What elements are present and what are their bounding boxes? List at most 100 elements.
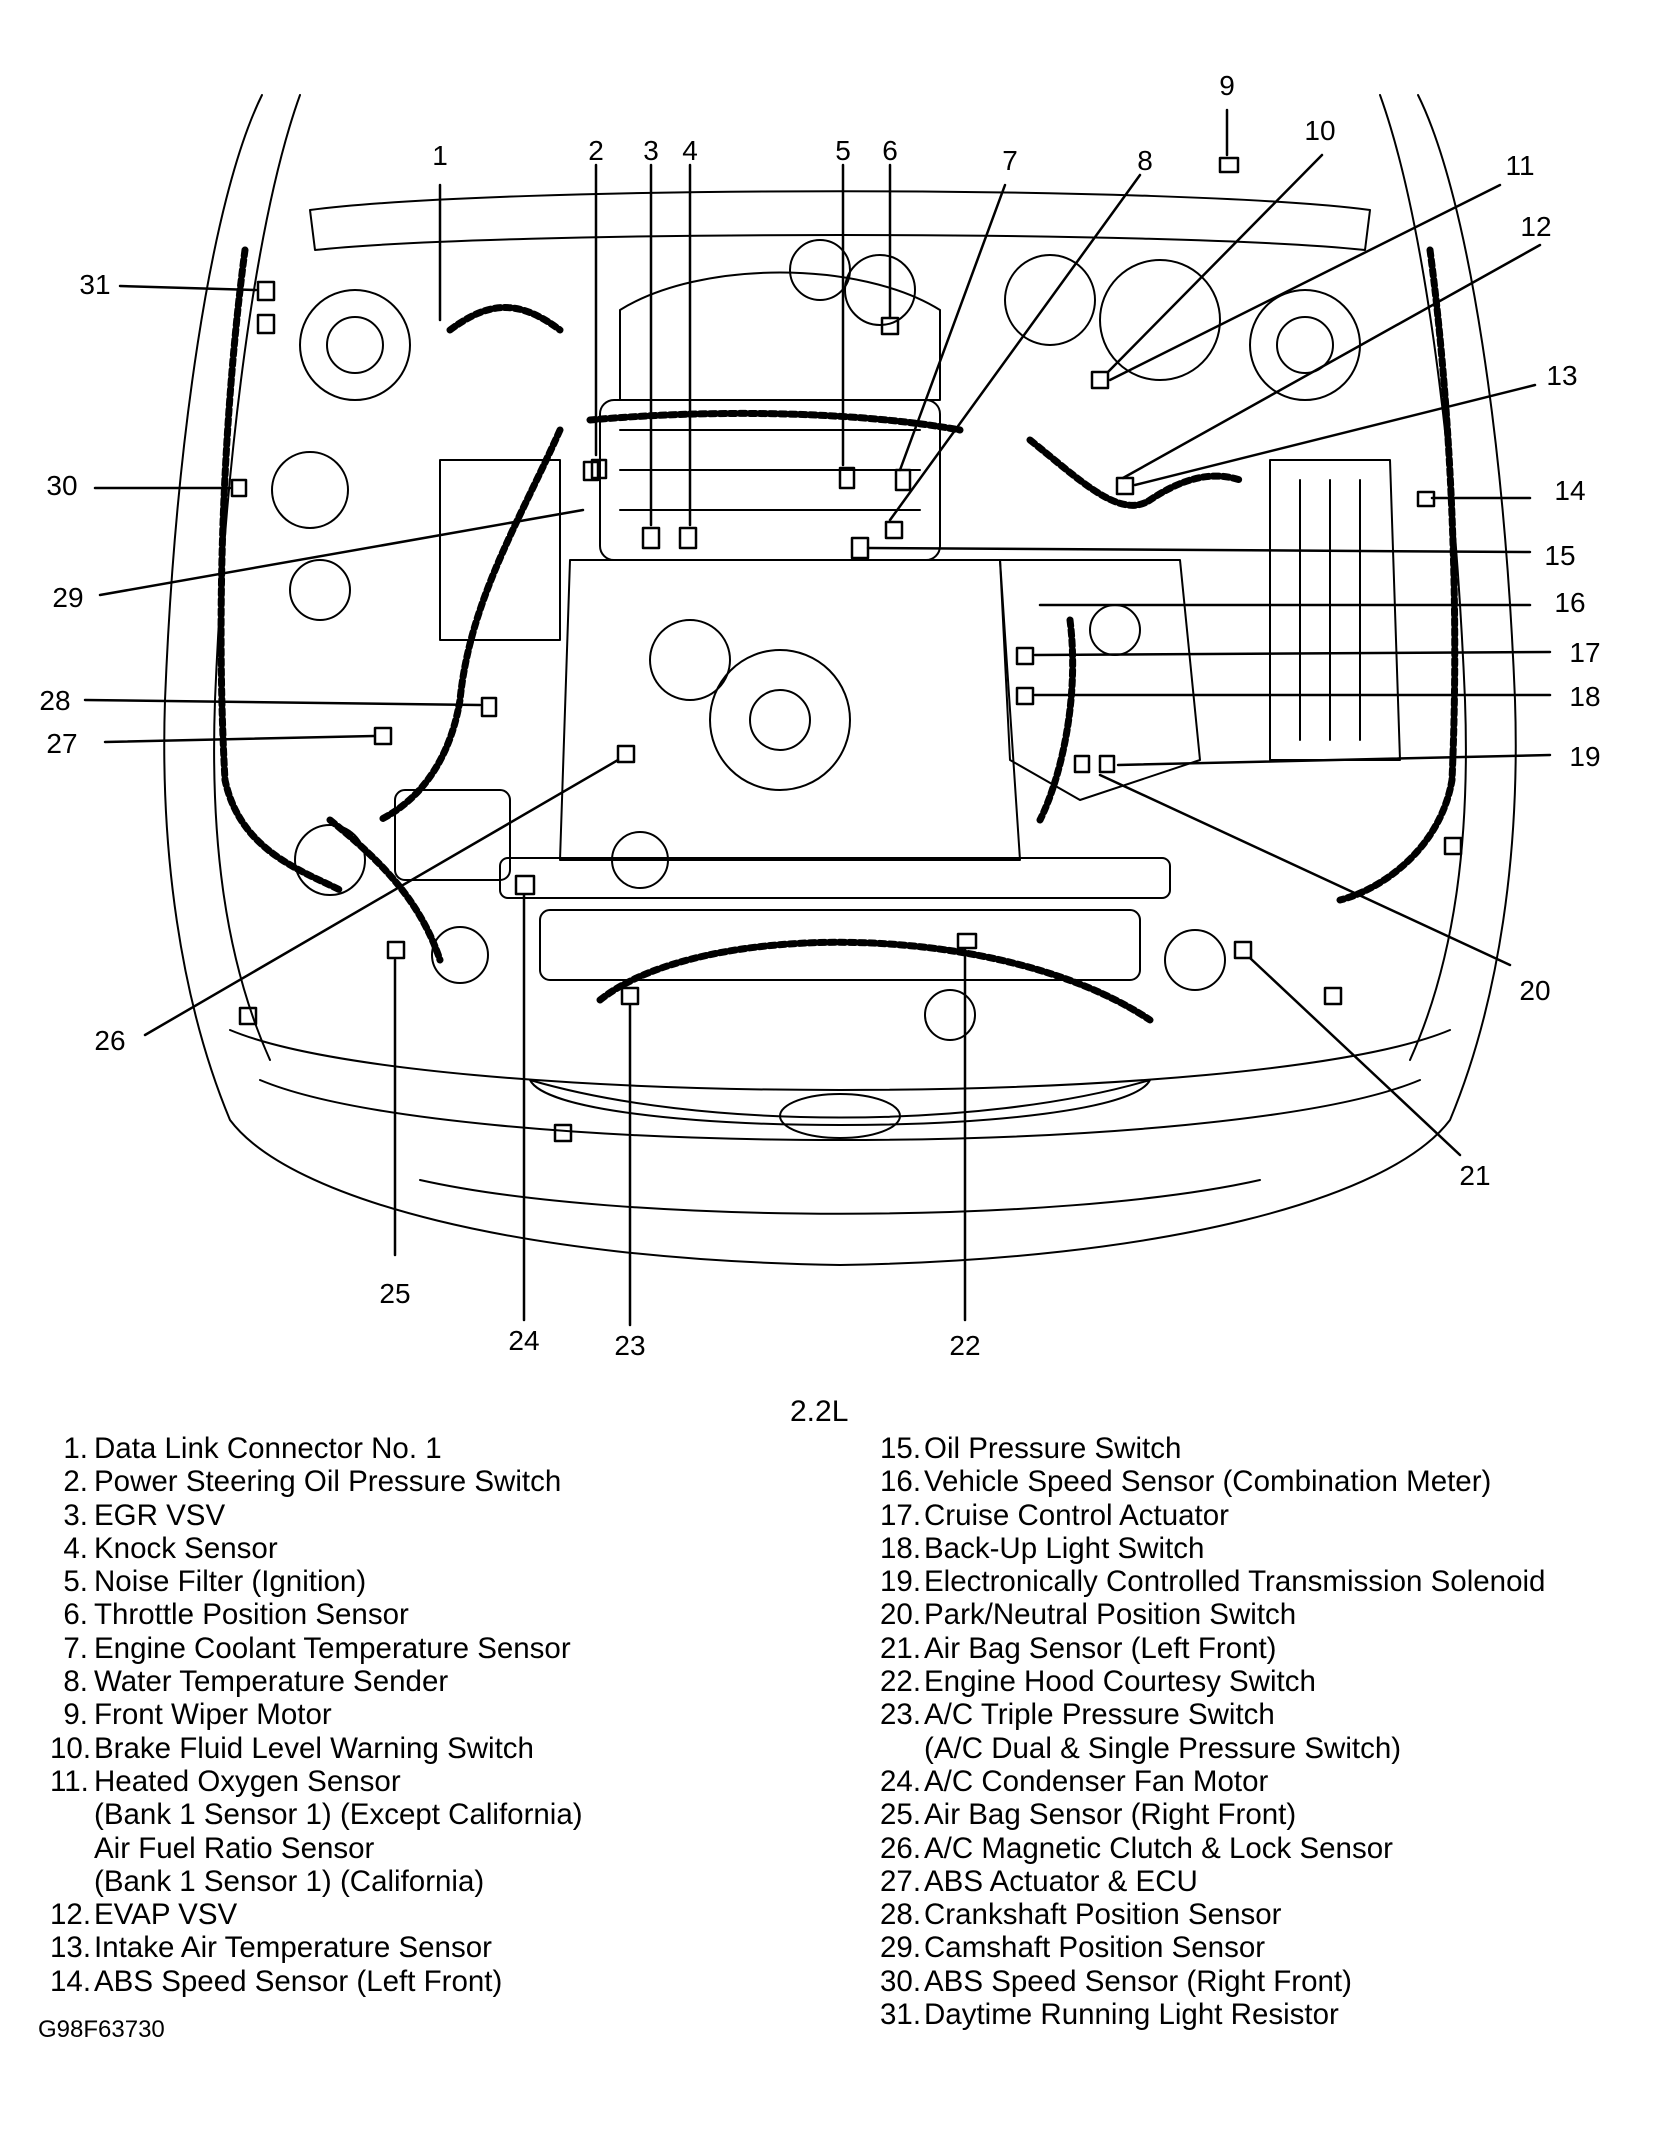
engine-size-label: 2.2L (790, 1395, 849, 1428)
legend-label: Cruise Control Actuator (924, 1498, 1229, 1532)
legend-number: 17. (880, 1498, 922, 1532)
legend-label: Engine Coolant Temperature Sensor (94, 1631, 571, 1665)
callout-number-3: 3 (643, 135, 659, 166)
callout-number-11: 11 (1505, 150, 1534, 181)
legend-number: 13. (50, 1931, 92, 1965)
legend-continuation: (Bank 1 Sensor 1) (Except California) (94, 1798, 583, 1832)
legend-item-27: 27.ABS Actuator & ECU (880, 1865, 1670, 1898)
legend-item-25: 25.Air Bag Sensor (Right Front) (880, 1798, 1670, 1831)
legend-label: ABS Speed Sensor (Right Front) (924, 1964, 1352, 1998)
legend-label: Engine Hood Courtesy Switch (924, 1665, 1316, 1699)
legend-label: EGR VSV (94, 1498, 226, 1532)
legend-number: 11. (50, 1764, 89, 1798)
callout-number-2: 2 (588, 135, 604, 166)
legend-continuation: Air Fuel Ratio Sensor (94, 1831, 375, 1865)
legend-number: 19. (880, 1565, 922, 1599)
legend-item-7: 7.Engine Coolant Temperature Sensor (50, 1632, 810, 1665)
legend-item-1: 1.Data Link Connector No. 1 (50, 1432, 810, 1465)
legend-number: 9. (63, 1698, 88, 1732)
callout-number-22: 22 (949, 1330, 980, 1361)
legend-label: Vehicle Speed Sensor (Combination Meter) (924, 1465, 1492, 1499)
legend-label: A/C Magnetic Clutch & Lock Sensor (924, 1831, 1393, 1865)
legend-label: Brake Fluid Level Warning Switch (94, 1731, 534, 1765)
legend-label: Air Bag Sensor (Left Front) (924, 1631, 1277, 1665)
callout-number-31: 31 (79, 269, 110, 300)
legend-label: Daytime Running Light Resistor (924, 1998, 1339, 2032)
callout-number-14: 14 (1554, 475, 1585, 506)
callout-number-7: 7 (1002, 145, 1018, 176)
legend-item-9: 9.Front Wiper Motor (50, 1698, 810, 1731)
legend-label: Heated Oxygen Sensor (94, 1764, 401, 1798)
legend-item-11: 11.Heated Oxygen Sensor (50, 1765, 810, 1798)
legend-number: 4. (63, 1531, 88, 1565)
legend-label: Knock Sensor (94, 1531, 278, 1565)
legend-number: 7. (63, 1631, 88, 1665)
callout-number-28: 28 (39, 685, 70, 716)
legend-item-17: 17.Cruise Control Actuator (880, 1499, 1670, 1532)
legend-number: 3. (63, 1498, 88, 1532)
callout-number-19: 19 (1569, 741, 1600, 772)
legend-item-2: 2.Power Steering Oil Pressure Switch (50, 1465, 810, 1498)
callout-number-15: 15 (1544, 540, 1575, 571)
legend-item-8: 8.Water Temperature Sender (50, 1665, 810, 1698)
engine-bay-drawing (83, 94, 1552, 1327)
callout-number-20: 20 (1519, 975, 1550, 1006)
legend-item-14: 14.ABS Speed Sensor (Left Front) (50, 1965, 810, 1998)
legend-label: Oil Pressure Switch (924, 1432, 1182, 1465)
legend-number: 12. (50, 1898, 92, 1932)
callout-number-30: 30 (46, 470, 77, 501)
legend-number: 22. (880, 1665, 922, 1699)
callout-number-21: 21 (1459, 1160, 1490, 1191)
legend-number: 30. (880, 1964, 922, 1998)
callout-number-12: 12 (1520, 211, 1551, 242)
legend-label: Back-Up Light Switch (924, 1531, 1205, 1565)
callout-number-25: 25 (379, 1278, 410, 1309)
legend-label: Throttle Position Sensor (94, 1598, 409, 1632)
legend-label: Air Bag Sensor (Right Front) (924, 1798, 1297, 1832)
callout-number-23: 23 (614, 1330, 645, 1361)
legend-item-5: 5.Noise Filter (Ignition) (50, 1565, 810, 1598)
callout-number-4: 4 (682, 135, 698, 166)
legend-label: Water Temperature Sender (94, 1665, 449, 1699)
legend-item-21: 21.Air Bag Sensor (Left Front) (880, 1632, 1670, 1665)
legend-label: Intake Air Temperature Sensor (94, 1931, 492, 1965)
legend-number: 18. (880, 1531, 922, 1565)
legend-label: EVAP VSV (94, 1898, 238, 1932)
legend-number: 23. (880, 1698, 922, 1732)
legend-number: 6. (63, 1598, 88, 1632)
legend-label: Electronically Controlled Transmission S… (924, 1565, 1546, 1599)
legend-number: 24. (880, 1764, 922, 1798)
legend-number: 21. (880, 1631, 922, 1665)
legend-item-13: 13.Intake Air Temperature Sensor (50, 1931, 810, 1964)
legend-item-28: 28.Crankshaft Position Sensor (880, 1898, 1670, 1931)
legend-number: 31. (880, 1998, 922, 2032)
callout-number-6: 6 (882, 135, 898, 166)
legend-number: 14. (50, 1964, 92, 1998)
legend-number: 1. (63, 1432, 88, 1465)
callout-number-9: 9 (1219, 70, 1235, 101)
callout-number-10: 10 (1304, 115, 1335, 146)
legend-item-23: 23.A/C Triple Pressure Switch (880, 1698, 1670, 1731)
callout-number-8: 8 (1137, 145, 1153, 176)
legend-number: 8. (63, 1665, 88, 1699)
callout-number-17: 17 (1569, 637, 1600, 668)
callout-number-1: 1 (432, 140, 448, 171)
legend-label: Camshaft Position Sensor (924, 1931, 1266, 1965)
legend-label: Noise Filter (Ignition) (94, 1565, 367, 1599)
legend-number: 20. (880, 1598, 922, 1632)
legend-item-15: 15.Oil Pressure Switch (880, 1432, 1670, 1465)
legend-item-31: 31.Daytime Running Light Resistor (880, 1998, 1670, 2031)
callout-number-29: 29 (52, 582, 83, 613)
legend-number: 27. (880, 1864, 922, 1898)
legend-number: 15. (880, 1432, 922, 1465)
legend-item-6: 6.Throttle Position Sensor (50, 1598, 810, 1631)
legend-item-3: 3.EGR VSV (50, 1499, 810, 1532)
legend-label: Power Steering Oil Pressure Switch (94, 1465, 562, 1499)
legend-item-26: 26.A/C Magnetic Clutch & Lock Sensor (880, 1832, 1670, 1865)
legend-item-30: 30.ABS Speed Sensor (Right Front) (880, 1965, 1670, 1998)
engine-compartment-diagram: 1234567891011121314151617181920212223242… (39, 70, 1600, 1361)
legend-label: ABS Actuator & ECU (924, 1864, 1198, 1898)
legend-number: 28. (880, 1898, 922, 1932)
